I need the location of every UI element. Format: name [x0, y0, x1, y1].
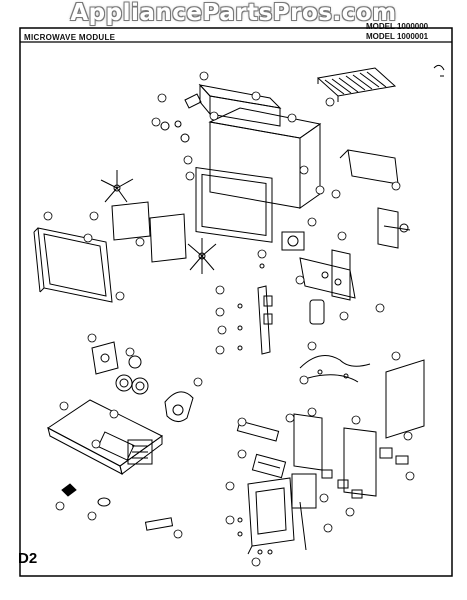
- hinge-parts: [160, 93, 202, 143]
- sheet-border: [19, 27, 453, 577]
- motor-plate-part: [91, 341, 119, 375]
- magnetron-part: [281, 231, 305, 251]
- drive-motor-part: [115, 355, 149, 395]
- door-switch-parts: [379, 447, 409, 465]
- arrow-mark: [433, 64, 445, 77]
- page-code: D2: [18, 550, 38, 567]
- blower-assembly-part: [164, 391, 194, 422]
- oven-rack-part: [316, 67, 397, 102]
- handle-rod-part: [299, 501, 307, 551]
- control-panel-frame-part: [343, 427, 377, 497]
- diagram-title: MICROWAVE MODULE: [24, 33, 116, 42]
- switch-bracket-part: [257, 285, 273, 355]
- pc-board-part: [251, 453, 287, 479]
- callout-markers: [43, 71, 415, 567]
- right-bracket-part: [339, 149, 399, 185]
- latch-part: [144, 517, 174, 531]
- model-numbers: MODEL 1000000 MODEL 1000001: [366, 22, 428, 42]
- panel-insert-part: [291, 473, 317, 509]
- cover-plate-part: [149, 213, 187, 263]
- keypad-panel-part: [293, 413, 323, 471]
- display-strip-part: [236, 420, 280, 442]
- base-plate-part: [47, 399, 163, 475]
- waveguide-cover-part: [111, 201, 151, 241]
- oven-cavity-part: [195, 107, 322, 243]
- small-screws: [237, 263, 265, 351]
- outer-panel-part: [385, 359, 425, 439]
- stirrer-fan-part: [100, 170, 134, 203]
- fan-blade-part: [187, 238, 217, 274]
- mounting-bracket-part: [299, 249, 356, 301]
- top-bracket-part: [198, 83, 282, 127]
- switch-parts-lower: [321, 469, 363, 499]
- door-panel-part: [33, 227, 113, 303]
- side-bracket-part: [377, 207, 411, 249]
- model-number-2: MODEL 1000001: [366, 32, 429, 41]
- control-panel-part: [247, 477, 295, 555]
- wire-harness-part: [299, 355, 371, 383]
- lamp-socket-part: [61, 483, 111, 507]
- control-board-part: [127, 439, 153, 465]
- model-number-1: MODEL 1000000: [366, 22, 429, 31]
- capacitor-part: [309, 299, 325, 325]
- screws-lower: [237, 517, 273, 555]
- site-watermark: AppliancePartsPros.com: [70, 0, 397, 26]
